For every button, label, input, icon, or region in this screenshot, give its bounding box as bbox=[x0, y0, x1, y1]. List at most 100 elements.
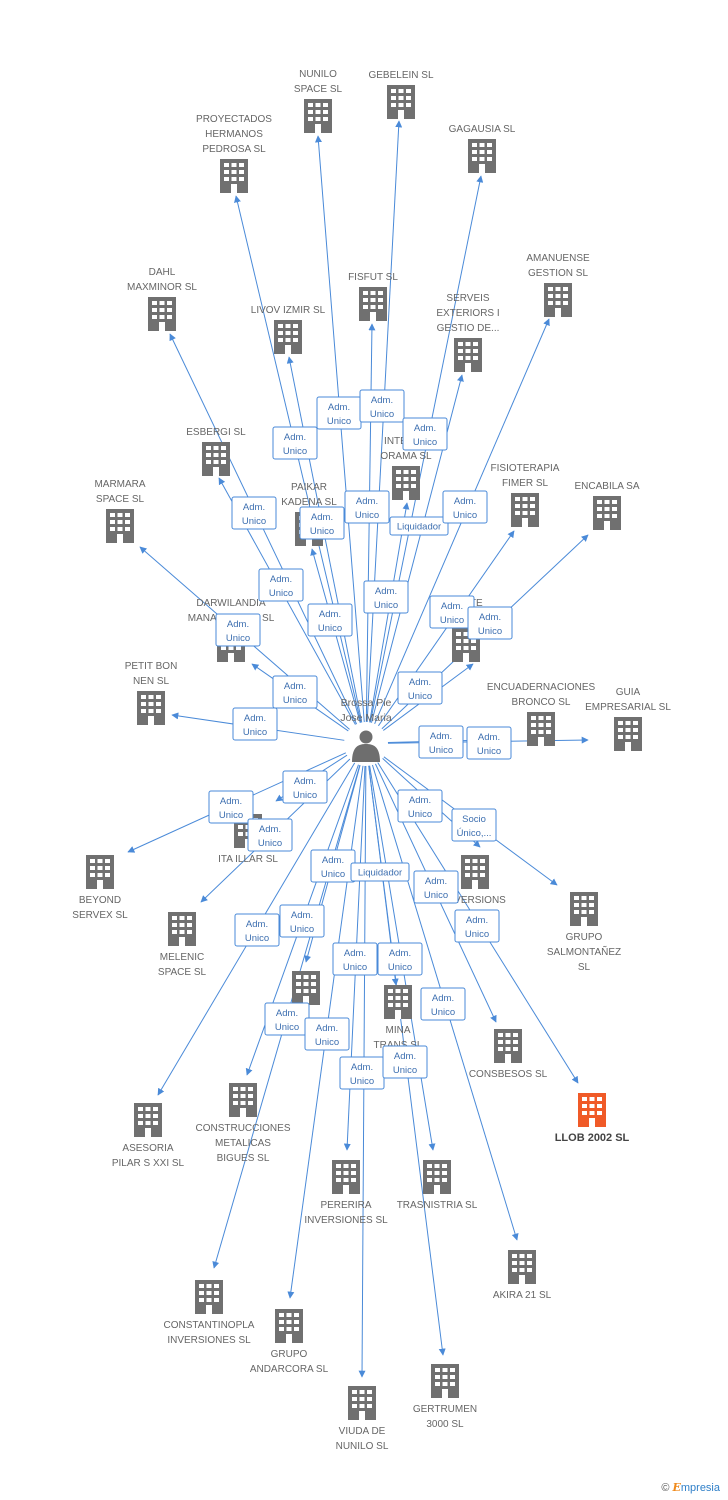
edge-label[interactable]: Adm.Unico bbox=[232, 707, 278, 741]
company-label: SL bbox=[578, 962, 591, 973]
building-icon bbox=[511, 493, 539, 527]
edge-label[interactable]: Adm.Unico bbox=[272, 426, 318, 460]
company-node-trasnistria[interactable]: TRASNISTRIA SL bbox=[397, 1160, 478, 1211]
company-node-encabila[interactable]: ENCABILA SA bbox=[574, 481, 640, 530]
building-icon bbox=[220, 159, 248, 193]
edge-label-text: Adm. bbox=[389, 948, 411, 959]
edge-label[interactable]: Adm.Unico bbox=[397, 671, 443, 705]
edge-label[interactable]: Adm.Unico bbox=[418, 725, 464, 759]
company-label: SPACE SL bbox=[96, 494, 145, 505]
company-node-llob[interactable]: LLOB 2002 SL bbox=[555, 1093, 630, 1144]
edge-label-text: Unico bbox=[478, 626, 502, 637]
edge-label[interactable]: Adm.Unico bbox=[234, 913, 280, 947]
edge-label[interactable]: SocioÚnico,... bbox=[451, 808, 497, 842]
edge-label-text: Unico bbox=[283, 446, 307, 457]
company-node-gagausia[interactable]: GAGAUSIA SL bbox=[449, 124, 516, 173]
edge-label[interactable]: Adm.Unico bbox=[454, 909, 500, 943]
edge-label-box bbox=[258, 568, 304, 602]
edge-label-text: Adm. bbox=[425, 876, 447, 887]
company-node-livov[interactable]: LIVOV IZMIR SL bbox=[251, 305, 326, 354]
edge-label[interactable]: Adm.Unico bbox=[363, 580, 409, 614]
edge-label[interactable]: Adm.Unico bbox=[332, 942, 378, 976]
edge-label-text: Único,... bbox=[457, 828, 492, 839]
edge-label-text: Unico bbox=[393, 1065, 417, 1076]
edge-label-box bbox=[307, 603, 353, 637]
edge-label[interactable]: Adm.Unico bbox=[258, 568, 304, 602]
edge-label-text: Unico bbox=[413, 437, 437, 448]
edge-label[interactable]: Adm.Unico bbox=[215, 613, 261, 647]
company-node-mina[interactable]: MINATRANS SL bbox=[374, 985, 423, 1051]
edge-label[interactable]: Adm.Unico bbox=[359, 389, 405, 423]
edge-label[interactable]: Adm. Unico bbox=[264, 1002, 310, 1036]
edge-label-text: Adm. bbox=[276, 1008, 298, 1019]
brand-footer[interactable]: © Empresia bbox=[661, 1481, 720, 1494]
edge-label[interactable]: Adm.Unico bbox=[282, 770, 328, 804]
edge-label-text: Unico bbox=[275, 1022, 299, 1033]
edge-label[interactable]: Adm.Unico bbox=[279, 904, 325, 938]
building-icon bbox=[332, 1160, 360, 1194]
edge-label[interactable]: Adm.Unico bbox=[247, 818, 293, 852]
edge-label[interactable]: Liquidador bbox=[350, 862, 410, 882]
edge-label[interactable]: Adm. Unico bbox=[377, 942, 423, 976]
edge-label-box bbox=[359, 389, 405, 423]
edge-label-text: Unico bbox=[242, 516, 266, 527]
company-node-itaillar[interactable]: ITA ILLAR SL bbox=[218, 814, 278, 865]
edge-label[interactable]: Adm.Unico bbox=[397, 789, 443, 823]
edge-label[interactable]: Adm.Unico bbox=[304, 1017, 350, 1051]
company-label: PAIKAR bbox=[291, 482, 327, 493]
edge-label-text: Unico bbox=[327, 416, 351, 427]
company-node-consbesos[interactable]: CONSBESOS SL bbox=[469, 1029, 548, 1080]
edge-label[interactable]: Adm.Unico bbox=[231, 496, 277, 530]
company-node-fisfut[interactable]: FISFUT SL bbox=[348, 272, 398, 321]
edge-label[interactable]: Adm.Unico bbox=[467, 606, 513, 640]
company-node-unlabeled-a[interactable] bbox=[292, 971, 320, 1005]
edge-label[interactable]: Adm.Unico bbox=[310, 849, 356, 883]
edge-label[interactable]: Adm.Unico bbox=[420, 987, 466, 1021]
edge-label[interactable]: Liquidador bbox=[389, 516, 449, 536]
edge-label-text: Unico bbox=[388, 962, 412, 973]
edge-label[interactable]: Adm.Unico bbox=[382, 1045, 428, 1079]
edge-label[interactable]: Adm.Unico bbox=[307, 603, 353, 637]
edge-label-text: Unico bbox=[431, 1007, 455, 1018]
edge-label[interactable]: Adm.Unico bbox=[466, 726, 512, 760]
edge-label[interactable]: Adm.Unico bbox=[344, 490, 390, 524]
company-node-gebelein[interactable]: GEBELEIN SL bbox=[368, 70, 434, 119]
edge-label[interactable]: Adm.Unico bbox=[402, 417, 448, 451]
company-label: BRONCO SL bbox=[512, 697, 571, 708]
company-label: CONSTRUCCIONES bbox=[195, 1123, 290, 1134]
building-icon bbox=[527, 712, 555, 746]
edge-label-box bbox=[451, 808, 497, 842]
company-node-esbergi[interactable]: ESBERGI SL bbox=[186, 427, 246, 476]
edge-label[interactable]: Adm.Unico bbox=[429, 595, 475, 629]
edge-label[interactable]: Adm.Unico bbox=[339, 1056, 385, 1090]
edge-label[interactable]: Adm.Unico bbox=[316, 396, 362, 430]
edge-label[interactable]: Adm.Unico bbox=[442, 490, 488, 524]
company-node-akira[interactable]: AKIRA 21 SL bbox=[493, 1250, 552, 1301]
edge-label[interactable]: Adm.Unico bbox=[413, 870, 459, 904]
edge-label[interactable]: Adm.Unico bbox=[208, 790, 254, 824]
edge-label[interactable]: Adm.Unico bbox=[272, 675, 318, 709]
edge-label[interactable]: Adm.Unico bbox=[299, 506, 345, 540]
